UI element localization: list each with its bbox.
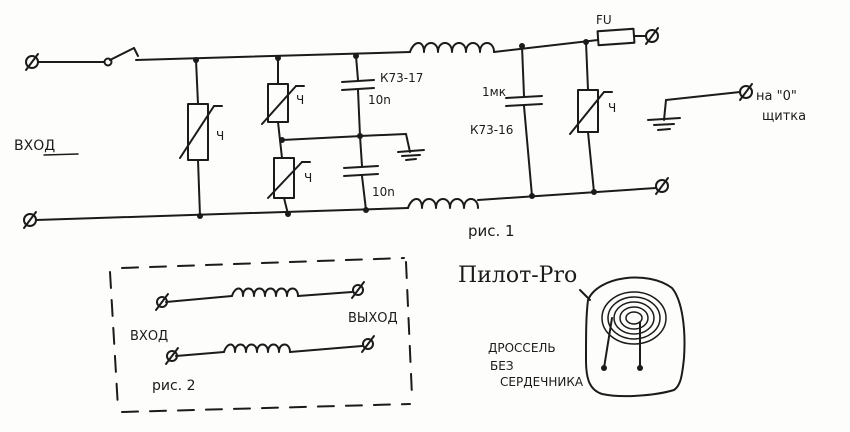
choke-label-line2: БЕЗ — [490, 359, 514, 373]
fig1-caption: рис. 1 — [468, 222, 515, 240]
choke-label-line3: СЕРДЕЧНИКА — [500, 375, 584, 389]
fuse — [596, 27, 659, 47]
varistor-4-mark: Ч — [608, 101, 616, 115]
fig2-output-label: ВЫХОД — [348, 311, 398, 326]
varistor-3-mark: Ч — [304, 171, 312, 185]
fig2-line-bottom — [165, 335, 375, 365]
output-ground — [647, 83, 753, 131]
capacitor-3-value: 1мк — [482, 85, 506, 99]
capacitor-2 — [343, 135, 379, 213]
wire-midpoint — [281, 135, 363, 141]
varistor-2-mark: Ч — [296, 93, 304, 107]
varistor-1 — [179, 57, 223, 219]
wire-bottom-right — [477, 187, 657, 201]
varistor-4 — [569, 39, 613, 195]
capacitor-3-type: К73-16 — [470, 123, 513, 137]
varistor-3 — [267, 157, 311, 217]
ground-symbol-left — [359, 133, 425, 161]
wire-top-main — [135, 51, 411, 61]
fig2-caption: рис. 2 — [152, 378, 196, 394]
wire-top-right — [493, 39, 599, 53]
inductor-bottom — [407, 198, 479, 209]
output-label-line2: щитка — [762, 109, 806, 124]
capacitor-2-value: 10n — [372, 185, 395, 199]
capacitor-1-value: 10n — [368, 93, 391, 107]
output-terminal-bottom — [655, 177, 669, 195]
switch — [103, 47, 139, 67]
varistor-1-mark: Ч — [216, 129, 224, 143]
capacitor-3 — [505, 43, 543, 199]
output-label-line1: на "0" — [756, 89, 797, 104]
capacitor-1 — [341, 53, 375, 139]
input-terminal-bottom — [23, 211, 37, 229]
fuse-label: FU — [596, 13, 612, 27]
wire-bottom-main — [35, 207, 409, 221]
fig2-line-top — [155, 281, 365, 311]
brand-label: Пилот-Pro — [458, 263, 577, 288]
input-label-fig1: ВХОД — [14, 138, 55, 154]
fig2-dashed-frame — [109, 257, 413, 413]
input-terminal-top — [25, 53, 39, 71]
fig2-input-label: ВХОД — [130, 329, 168, 344]
choke-label-line1: ДРОССЕЛЬ — [488, 341, 556, 355]
inductor-top — [409, 42, 495, 53]
capacitor-1-type: К73-17 — [380, 71, 423, 85]
choke-coil-sketch — [579, 276, 686, 398]
